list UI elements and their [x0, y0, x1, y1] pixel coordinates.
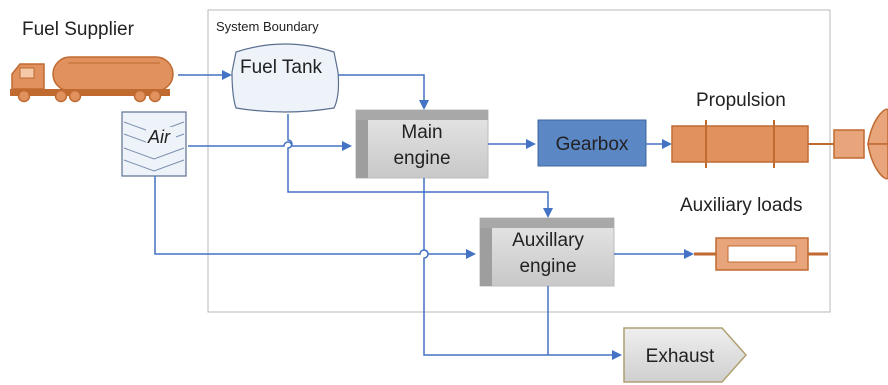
gearbox-node: Gearbox	[537, 119, 647, 167]
flow-arrow-main-engine-to-exhaust	[423, 178, 622, 360]
main-engine-label-line2: engine	[393, 148, 450, 169]
main-engine-node: Main engine	[355, 109, 489, 179]
gearbox-label: Gearbox	[556, 134, 629, 155]
exhaust-node: Exhaust	[623, 327, 748, 383]
flow-arrow-air-to-aux-engine	[154, 176, 476, 259]
flow-arrow-air-to-main-engine	[188, 141, 352, 151]
propulsion-shaft-icon	[671, 120, 865, 168]
aux-engine-node: Auxillary engine	[479, 217, 615, 287]
fuel-tank-node: Fuel Tank	[231, 43, 340, 113]
auxiliary-loads-icon	[694, 237, 828, 271]
propulsion-label: Propulsion	[696, 90, 786, 111]
air-intake-icon: Air	[121, 111, 187, 177]
exhaust-label: Exhaust	[646, 346, 715, 367]
system-boundary-label: System Boundary	[216, 19, 319, 34]
system-boundary-box	[207, 9, 831, 313]
air-label: Air	[147, 127, 171, 147]
propeller-icon	[867, 108, 888, 180]
auxiliary-loads-label: Auxiliary loads	[680, 195, 803, 216]
flow-arrow-tank-to-main-engine	[338, 74, 429, 110]
main-engine-label-line1: Main	[401, 122, 442, 143]
fuel-supplier-label: Fuel Supplier	[22, 19, 135, 40]
fuel-truck-icon	[10, 56, 174, 103]
aux-engine-label-line2: engine	[519, 256, 576, 277]
fuel-tank-label: Fuel Tank	[240, 57, 323, 78]
aux-engine-label-line1: Auxillary	[512, 230, 584, 251]
